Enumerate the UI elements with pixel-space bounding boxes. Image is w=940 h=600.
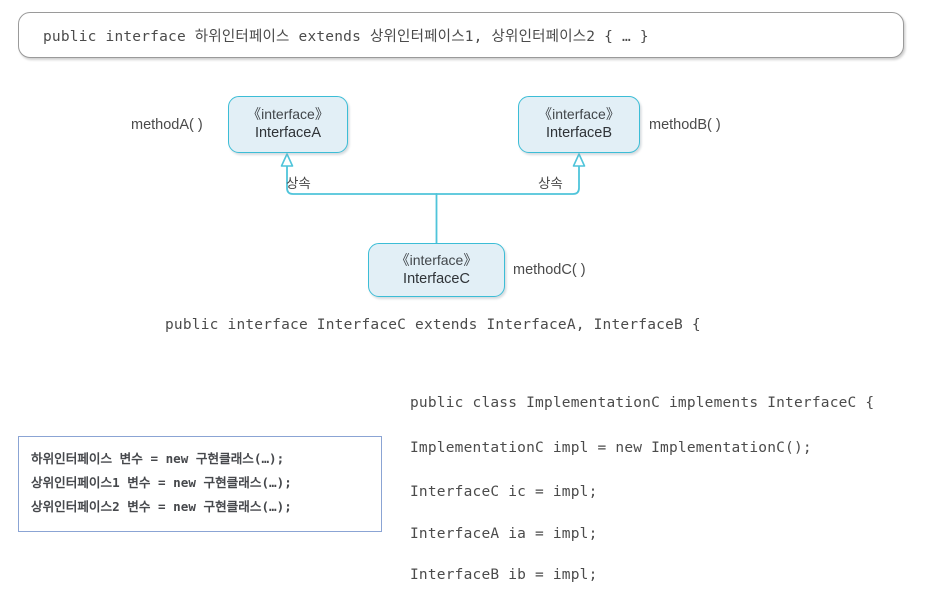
interface-c-declaration-code: public interface InterfaceC extends Inte… bbox=[165, 317, 701, 333]
uml-node-stereotype: 《interface》 bbox=[395, 251, 478, 268]
generalization-arrowhead-a bbox=[280, 153, 294, 167]
method-label-a: methodA( ) bbox=[131, 117, 203, 133]
declaration-banner-text: public interface 하위인터페이스 extends 상위인터페이스… bbox=[43, 28, 649, 45]
uml-node-name: InterfaceA bbox=[254, 125, 322, 142]
uml-interface-diagram: 《interface》 InterfaceA 《interface》 Inter… bbox=[0, 80, 940, 310]
implementation-code-line: public class ImplementationC implements … bbox=[410, 395, 875, 411]
uml-node-stereotype: 《interface》 bbox=[538, 106, 620, 123]
implementation-code-line: InterfaceA ia = impl; bbox=[410, 525, 598, 542]
uml-node-name: InterfaceC bbox=[403, 270, 470, 287]
variable-assignment-line: 상위인터페이스1 변수 = new 구현클래스(…); bbox=[31, 475, 292, 491]
edge-label-inheritance-a: 상속 bbox=[286, 176, 311, 191]
uml-node-name: InterfaceB bbox=[545, 125, 613, 142]
edge-label-inheritance-b: 상속 bbox=[538, 176, 563, 191]
method-label-b: methodB( ) bbox=[649, 117, 721, 133]
method-label-c: methodC( ) bbox=[513, 262, 586, 278]
uml-node-interface-b[interactable]: 《interface》 InterfaceB bbox=[518, 96, 640, 153]
declaration-banner: public interface 하위인터페이스 extends 상위인터페이스… bbox=[18, 12, 904, 58]
implementation-code-line: InterfaceC ic = impl; bbox=[410, 484, 598, 500]
uml-node-interface-a[interactable]: 《interface》 InterfaceA bbox=[228, 96, 348, 153]
implementation-code-line: ImplementationC impl = new Implementatio… bbox=[410, 439, 812, 456]
variable-assignment-line: 하위인터페이스 변수 = new 구현클래스(…); bbox=[31, 451, 285, 466]
variable-assignment-box: 하위인터페이스 변수 = new 구현클래스(…); 상위인터페이스1 변수 =… bbox=[18, 436, 382, 532]
variable-assignment-line: 상위인터페이스2 변수 = new 구현클래스(…); bbox=[31, 499, 292, 515]
uml-node-interface-c[interactable]: 《interface》 InterfaceC bbox=[368, 243, 505, 297]
generalization-arrowhead-b bbox=[572, 153, 586, 167]
implementation-code-block: public class ImplementationC implements … bbox=[410, 396, 874, 583]
implementation-code-line: InterfaceB ib = impl; bbox=[410, 567, 598, 583]
uml-node-stereotype: 《interface》 bbox=[247, 106, 329, 123]
